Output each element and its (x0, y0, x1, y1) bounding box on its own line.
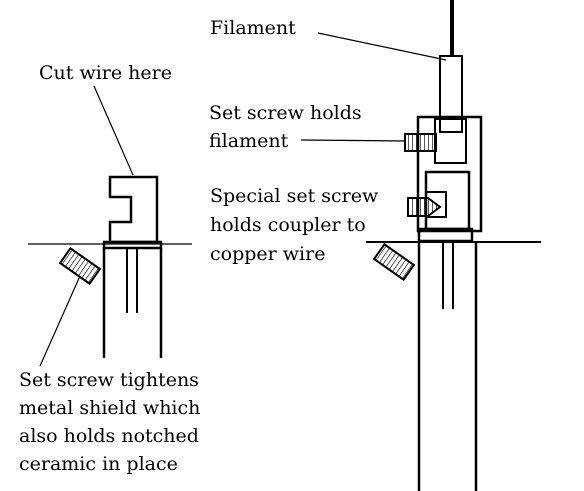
leader-cut-wire (93, 85, 134, 176)
special-set-screw (407, 197, 442, 217)
label-shield-screw-1: Set screw tightens (19, 369, 199, 391)
label-special-set-screw-1: Special set screw (210, 185, 379, 207)
label-set-screw-filament-1: Set screw holds (209, 102, 362, 124)
label-set-screw-filament-2: filament (209, 130, 289, 152)
label-filament: Filament (210, 17, 296, 39)
right-shield-screw (372, 242, 416, 282)
left-collar (102, 240, 163, 250)
label-shield-screw-4: ceramic in place (19, 453, 178, 475)
label-shield-screw-2: metal shield which (19, 397, 201, 419)
filament-set-screw (404, 133, 437, 152)
filament-tube (439, 55, 463, 133)
right-assembly (300, 0, 541, 491)
leader-shield-screw (39, 275, 81, 367)
left-assembly (28, 85, 192, 367)
label-cut-wire: Cut wire here (39, 62, 172, 84)
leader-set-screw-filament (300, 139, 407, 142)
left-shield-screw (58, 246, 102, 286)
housing-outer (416, 115, 483, 233)
leader-filament (317, 32, 447, 61)
label-shield-screw-3: also holds notched (19, 425, 199, 447)
label-special-set-screw-3: copper wire (210, 243, 326, 265)
notched-ceramic-block (108, 175, 159, 244)
label-special-set-screw-2: holds coupler to (210, 214, 366, 236)
